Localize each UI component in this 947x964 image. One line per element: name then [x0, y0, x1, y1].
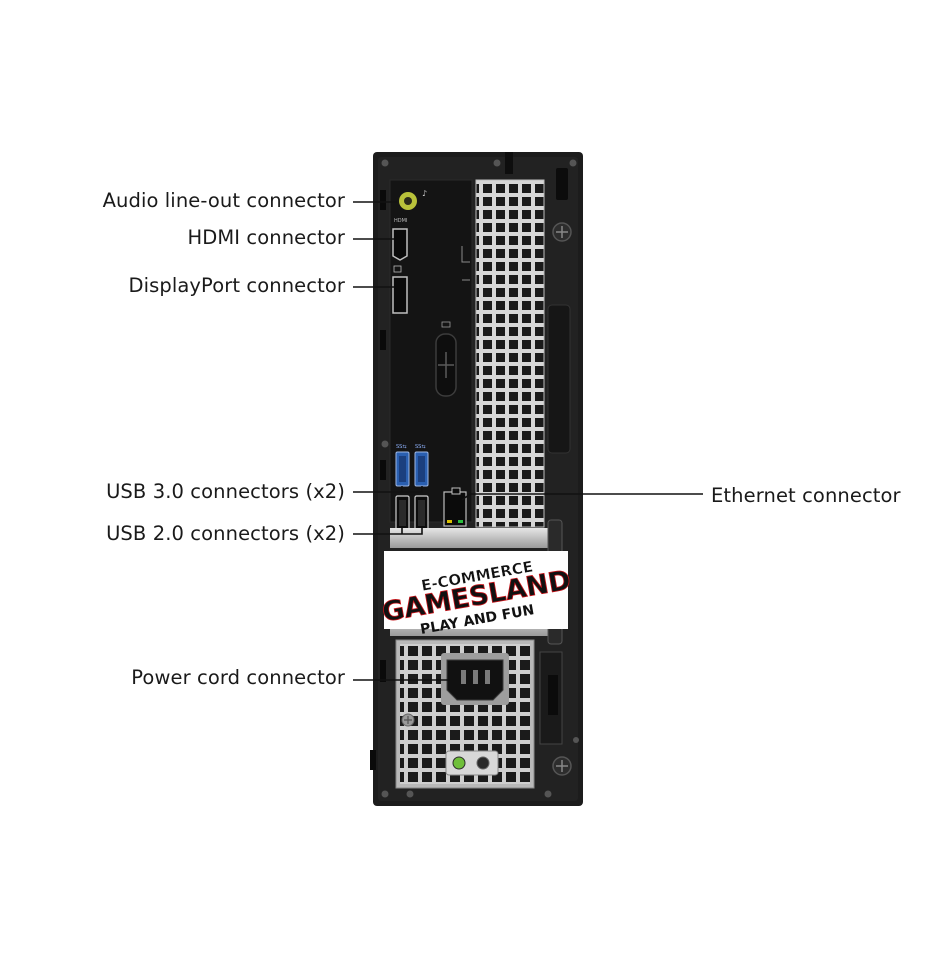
side-notch-4: [380, 660, 386, 682]
usb3-port-left-tongue: [399, 456, 406, 482]
leader-usb2: [353, 528, 423, 535]
usb3-mark-b: SS⇆: [415, 444, 426, 450]
plate-bracket-mark-1: [461, 246, 470, 263]
thumbscrew-bottom-slot: [556, 760, 568, 772]
headphone-icon: ♪: [422, 189, 427, 198]
screw-top-middle: [493, 159, 501, 167]
ethernet-port-clip: [451, 487, 461, 495]
side-notch-5: [370, 750, 376, 770]
screw-bottom-left: [381, 790, 389, 798]
leader-usb3: [353, 486, 423, 493]
expansion-slot-cover-1: [390, 528, 550, 548]
label-ethernet: Ethernet connector: [711, 484, 901, 507]
psu-side-screw: [573, 737, 579, 743]
chassis-top-notch: [505, 152, 513, 174]
displayport-icon: [393, 265, 402, 273]
psu-side-slot: [548, 675, 558, 715]
io-plate: ♪ HDMI SS⇆ SS⇆: [389, 179, 473, 531]
audio-jack-hole: [404, 197, 412, 205]
watermark-background: [384, 551, 568, 629]
leader-ethernet: [461, 493, 703, 501]
label-hdmi: HDMI connector: [187, 226, 345, 249]
screw-mid-left: [381, 440, 389, 448]
screw-top-left: [381, 159, 389, 167]
label-audio-line-out: Audio line-out connector: [102, 189, 345, 212]
power-pin-left: [461, 670, 466, 684]
side-notch-3: [380, 460, 386, 480]
watermark-logo: E-COMMERCE GAMESLAND PLAY AND FUN: [379, 551, 574, 638]
thumbscrew-top-slot: [556, 226, 568, 238]
power-pin-right: [485, 670, 490, 684]
label-power-cord: Power cord connector: [131, 666, 345, 689]
screw-top-right: [569, 159, 577, 167]
usb3-port-right-tongue: [418, 456, 425, 482]
ethernet-led-right: [458, 520, 463, 523]
usb2-port-left-tongue: [399, 500, 406, 526]
hdmi-port-mark: HDMI: [394, 218, 407, 224]
usb3-mark-a: SS⇆: [396, 444, 407, 450]
label-displayport: DisplayPort connector: [128, 274, 345, 297]
power-pin-center: [473, 670, 478, 684]
ethernet-led-left: [447, 520, 452, 523]
serial-icon: [441, 321, 451, 328]
release-latch: [547, 304, 571, 454]
hdmi-port: [392, 228, 408, 261]
screw-bottom-right: [544, 790, 552, 798]
displayport-port: [392, 276, 408, 314]
screw-bottom-left-2: [406, 790, 414, 798]
leader-lines: [353, 201, 703, 681]
label-usb2: USB 2.0 connectors (x2): [106, 522, 345, 545]
power-supply: [395, 639, 579, 789]
psu-test-button: [476, 756, 490, 770]
side-notch-2: [380, 330, 386, 350]
psu-screw-slot: [404, 716, 412, 724]
psu-status-led: [452, 756, 466, 770]
upper-vent-grille: [475, 179, 545, 528]
padlock-loop: [556, 168, 568, 200]
usb2-port-right-tongue: [418, 500, 425, 526]
side-notch-1: [380, 190, 386, 210]
label-usb3: USB 3.0 connectors (x2): [106, 480, 345, 503]
serial-knockout-cross: [438, 352, 454, 378]
